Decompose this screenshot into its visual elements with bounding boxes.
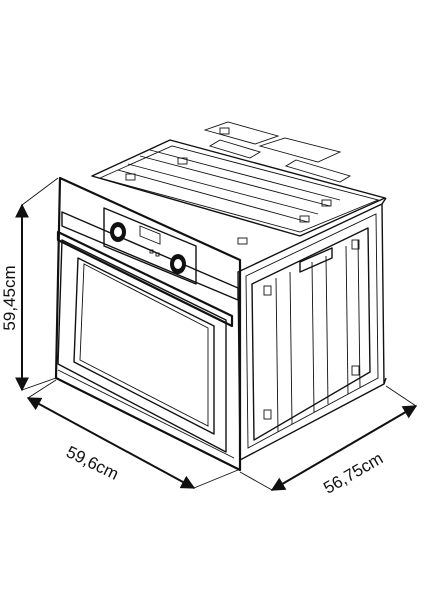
width-dimension: 59,6cm bbox=[26, 379, 239, 489]
oven-top-housing bbox=[91, 121, 386, 245]
height-dimension: 59,45cm bbox=[0, 177, 59, 392]
oven-front bbox=[54, 176, 242, 472]
left-knob bbox=[110, 222, 126, 242]
oven-display bbox=[139, 225, 161, 245]
right-knob bbox=[170, 254, 186, 274]
oven-illustration bbox=[54, 121, 387, 472]
height-label: 59,45cm bbox=[0, 265, 19, 330]
oven-side-housing bbox=[237, 197, 387, 461]
width-label: 59,6cm bbox=[63, 442, 121, 484]
